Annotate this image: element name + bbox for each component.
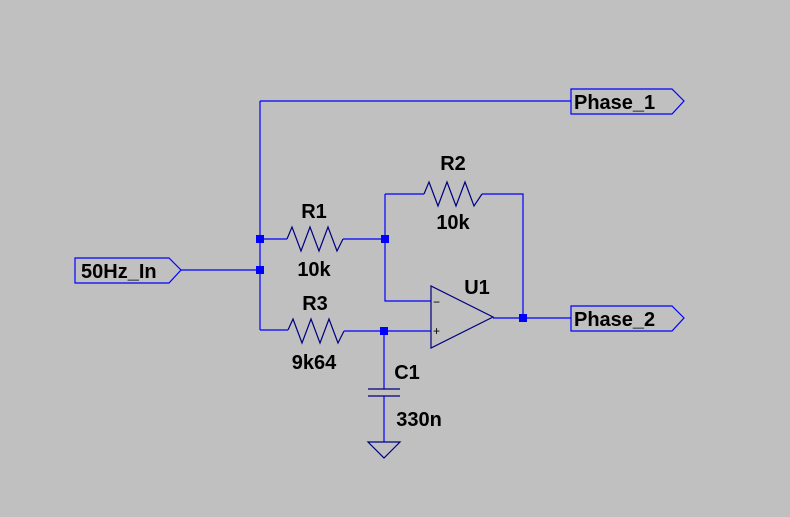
junctions [256,235,527,335]
r1-reference: R1 [301,201,327,223]
opamp-inverting-pin-label: − [433,295,440,309]
resistor-r3[interactable] [287,317,345,345]
r1-value: 10k [297,259,331,281]
junction-dot [519,314,527,322]
net-label-input: 50Hz_In [81,261,157,283]
r2-value: 10k [436,212,470,234]
c1-value: 330n [396,409,442,431]
r3-value: 9k64 [292,352,337,374]
net-label-phase2-flag[interactable] [570,305,685,332]
u1-reference: U1 [464,277,490,299]
junction-dot [256,266,264,274]
opamp-noninverting-pin-label: + [433,324,440,338]
net-label-phase1-flag[interactable] [570,88,685,115]
net-label-input-flag[interactable] [74,257,182,284]
net-label-phase2: Phase_2 [574,309,655,331]
opamp-u1[interactable] [430,285,495,349]
junction-dot [381,235,389,243]
ground-icon [366,441,402,459]
capacitor-c1[interactable] [368,388,400,397]
junction-dot [256,235,264,243]
wires [181,100,571,442]
wire-r2-left-vertical [384,194,431,302]
resistor-r1[interactable] [286,225,344,253]
net-label-phase1: Phase_1 [574,92,655,114]
wire-r2-right [482,193,524,318]
r2-reference: R2 [440,153,466,175]
junction-dot [380,327,388,335]
resistor-r2[interactable] [423,180,483,208]
c1-reference: C1 [394,362,420,384]
r3-reference: R3 [302,293,328,315]
